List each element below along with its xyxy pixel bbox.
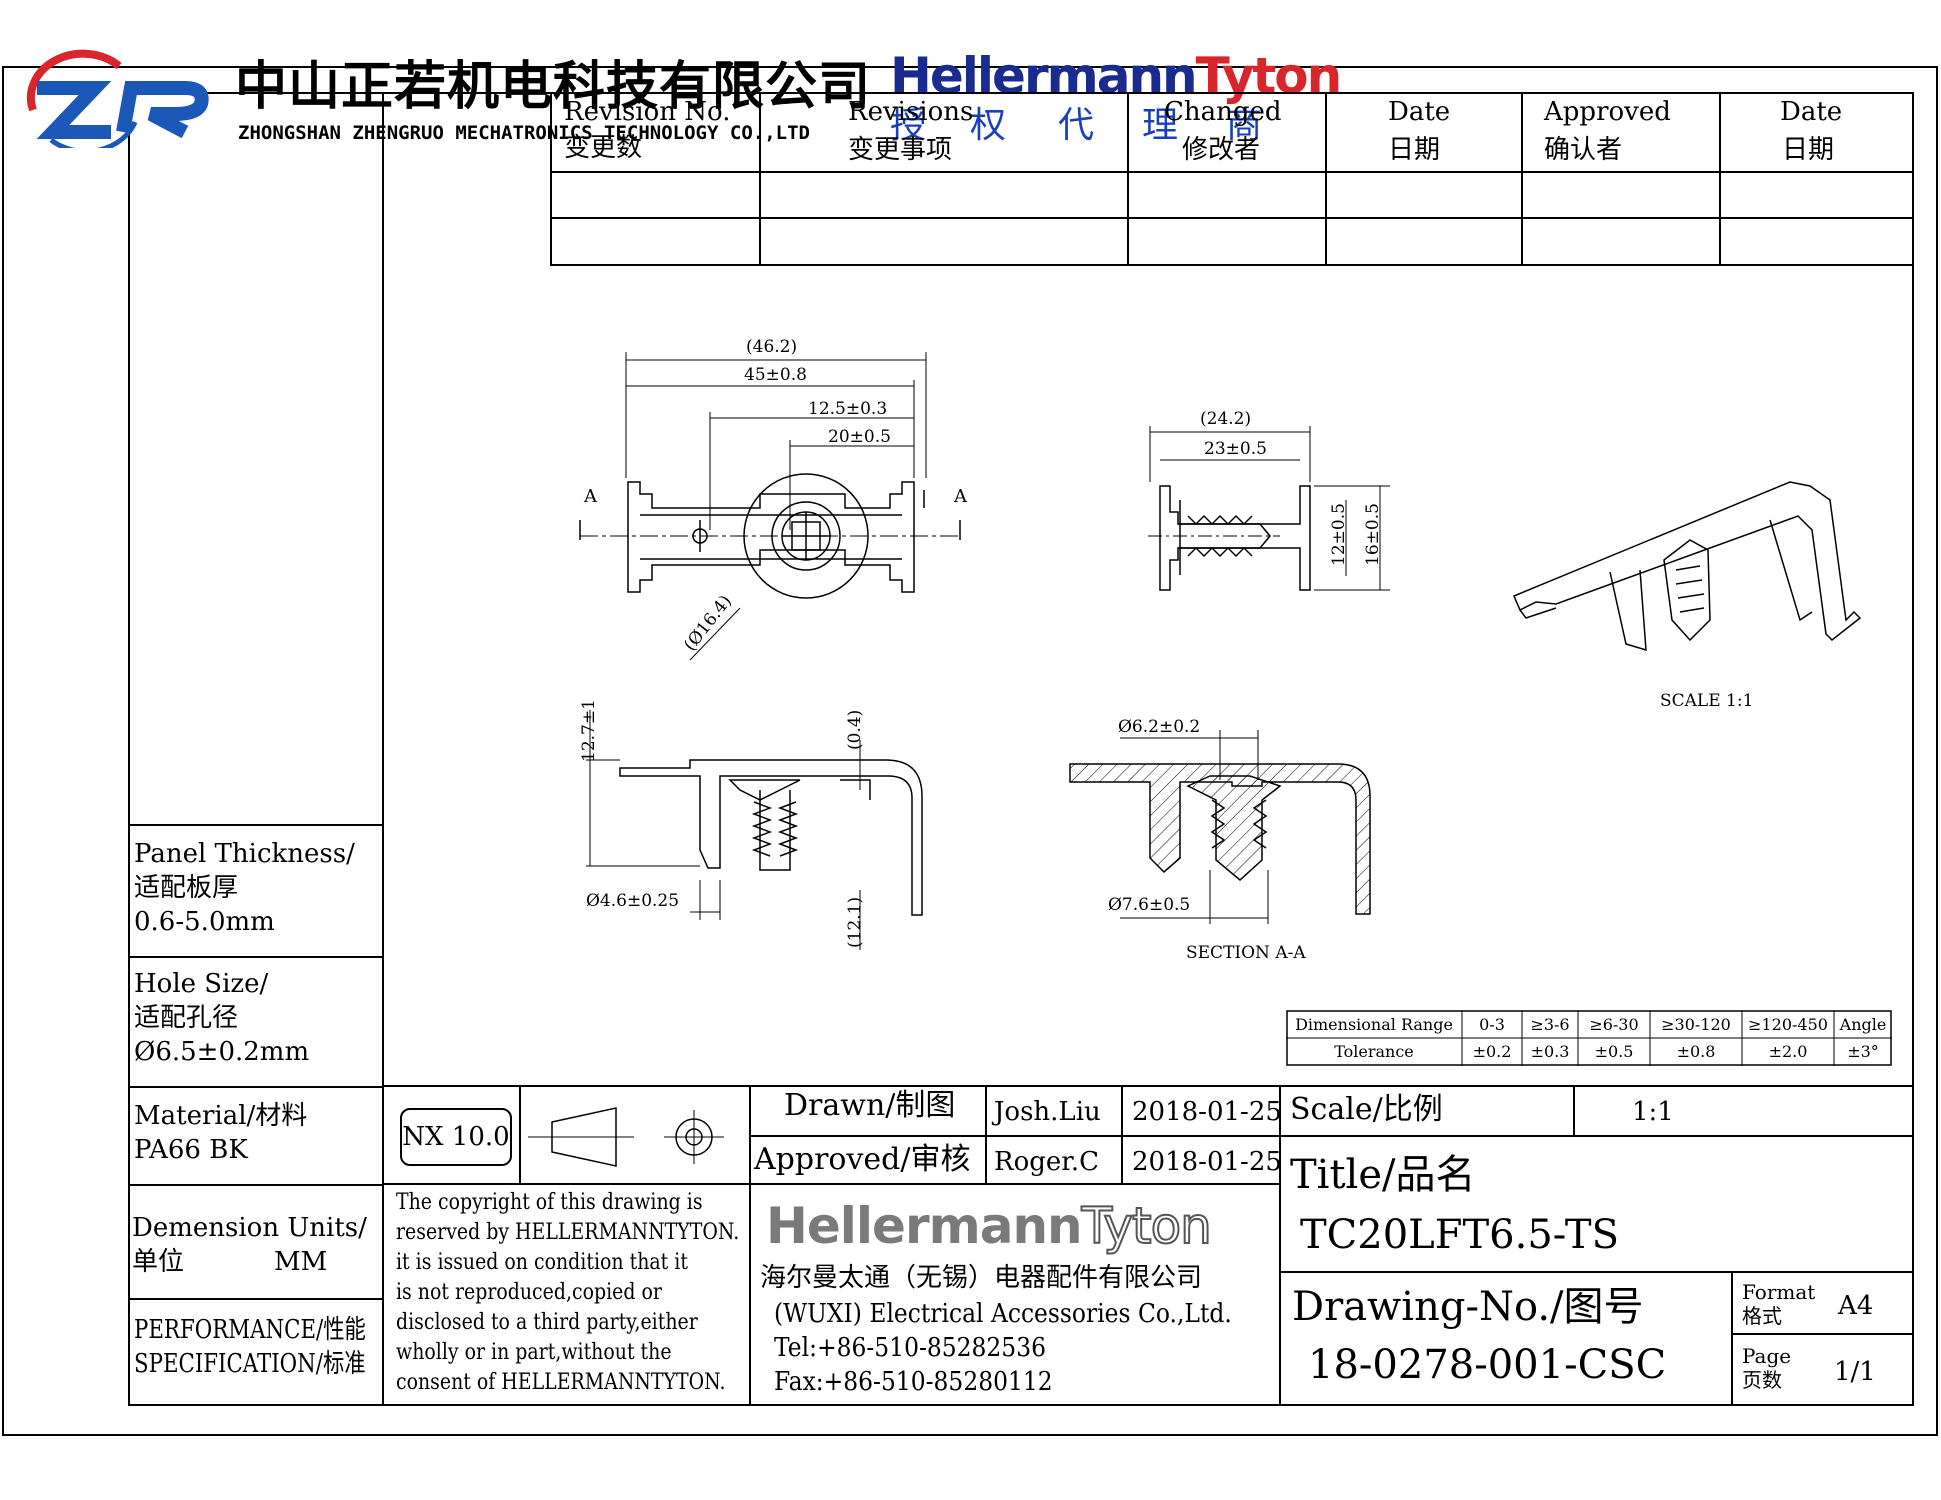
rev-header-no-en: Revision No. [564,97,731,127]
format-label-en: Format [1742,1280,1816,1304]
tol-value-2: ±0.5 [1594,1042,1634,1061]
company-name-en: ZHONGSHAN ZHENGRUO MECHATRONICS TECHNOLO… [238,122,810,144]
copyright-line: reserved by HELLERMANNTYTON. [396,1220,740,1245]
panel-thickness-cn: 适配板厚 [134,873,239,903]
units-label: Demension Units/ [132,1213,367,1243]
rev-header-revisions-cn: 变更事项 [848,135,953,165]
tol-range-label: Dimensional Range [1295,1015,1453,1034]
specification-label: SPECIFICATION/标准 [134,1349,366,1379]
logo-part-tyton: Tyton [1081,1197,1213,1255]
scale-value: 1:1 [1632,1097,1674,1127]
rev-header-date2-en: Date [1780,97,1843,127]
agent-char-4: 理 [1142,105,1179,146]
copyright-line: wholly or in part,without the [396,1340,672,1365]
drawn-by: Josh.Liu [994,1097,1101,1127]
hole-size-value: Ø6.5±0.2mm [134,1037,310,1067]
tol-range-4: ≥120-450 [1748,1015,1828,1034]
agent-char-3: 代 [1058,105,1095,146]
hellermanntyton-brand: HellermannTyton [890,47,1343,105]
approved-by: Roger.C [994,1147,1099,1177]
copyright-line: it is issued on condition that it [396,1250,688,1275]
tol-value-5: ±3° [1847,1042,1879,1061]
tol-value-1: ±0.3 [1530,1042,1570,1061]
drawn-label: Drawn/制图 [784,1088,956,1123]
copyright-line: The copyright of this drawing is [396,1190,703,1215]
panel-thickness-label: Panel Thickness/ [134,839,355,869]
brand-part-tyton: Tyton [1195,47,1343,105]
left-column-divider [382,92,384,1406]
tol-range-5: Angle [1839,1015,1887,1034]
rev-header-revisions-en: Revisions [848,97,974,127]
rev-header-date2-cn: 日期 [1782,135,1835,165]
company-logo-outline: HellermannTyton [766,1197,1213,1255]
units-value: MM [274,1247,328,1277]
tol-tolerance-label: Tolerance [1334,1042,1414,1061]
scale-label: Scale/比例 [1290,1092,1443,1127]
format-value: A4 [1838,1291,1874,1321]
logo-part-hellermann: Hellermann [766,1197,1083,1255]
company-fax: Fax:+86-510-85280112 [774,1367,1053,1397]
company-tel: Tel:+86-510-85282536 [774,1333,1046,1363]
tolerance-table: Dimensional Range Tolerance 0-3 ≥3-6 ≥6-… [1286,1010,1892,1066]
brand-part-hellermann: Hellermann [890,47,1198,105]
sheet-outer-border [2,66,1938,1436]
title-label: Title/品名 [1290,1152,1476,1198]
approved-date: 2018-01-25 [1132,1147,1282,1177]
left-panel-dividers [128,0,384,1500]
copyright-notice: The copyright of this drawing is reserve… [396,1190,752,1400]
tol-range-3: ≥30-120 [1661,1015,1731,1034]
copyright-line: is not reproduced,copied or [396,1280,662,1305]
copyright-line: consent of HELLERMANNTYTON. [396,1370,726,1395]
rev-header-changed-cn: 修改者 [1182,135,1261,165]
page-label-en: Page [1742,1344,1792,1368]
hole-size-cn: 适配孔径 [134,1003,239,1033]
material-value: PA66 BK [134,1135,248,1165]
company-name-cn: 中山正若机电科技有限公司 [235,57,872,117]
tol-range-0: 0-3 [1479,1015,1505,1034]
drawing-no-label: Drawing-No./图号 [1292,1284,1644,1330]
drawn-date: 2018-01-25 [1132,1097,1282,1127]
company-name-wuxi-en: (WUXI) Electrical Accessories Co.,Ltd. [774,1299,1232,1329]
agent-char-5: 商 [1226,105,1263,146]
title-value: TC20LFT6.5-TS [1300,1212,1619,1258]
rev-header-no-cn: 变更数 [564,133,643,163]
revision-table: Revision No. 变更数 Revisions 变更事项 Changed … [550,92,1914,266]
rev-header-approved-cn: 确认者 [1544,135,1623,165]
drawing-no-value: 18-0278-001-CSC [1308,1342,1667,1388]
rev-header-approved-en: Approved [1544,97,1671,127]
rev-header-changed-en: Changed [1164,97,1282,127]
rev-header-date1-en: Date [1388,97,1451,127]
tol-range-1: ≥3-6 [1530,1015,1570,1034]
tol-value-0: ±0.2 [1472,1042,1512,1061]
tol-value-4: ±2.0 [1768,1042,1808,1061]
agent-char-1: 授 [890,105,927,146]
agent-char-2: 权 [970,105,1007,146]
company-name-wuxi-cn: 海尔曼太通（无锡）电器配件有限公司 [760,1263,1203,1293]
tol-value-3: ±0.8 [1676,1042,1716,1061]
material-label: Material/材料 [134,1101,308,1131]
hole-size-label: Hole Size/ [134,969,269,999]
copyright-line: disclosed to a third party,either [396,1310,698,1335]
performance-label: PERFORMANCE/性能 [134,1315,366,1345]
rev-header-date1-cn: 日期 [1388,135,1441,165]
units-cn: 单位 [132,1247,185,1277]
page-value: 1/1 [1834,1357,1876,1387]
format-label-cn: 格式 [1742,1304,1782,1328]
nx-version-badge: NX 10.0 [400,1108,512,1166]
zr-logo [25,48,215,154]
tol-range-2: ≥6-30 [1589,1015,1639,1034]
panel-thickness-value: 0.6-5.0mm [134,907,275,937]
approved-label: Approved/审核 [754,1142,971,1177]
page-label-cn: 页数 [1742,1368,1782,1392]
